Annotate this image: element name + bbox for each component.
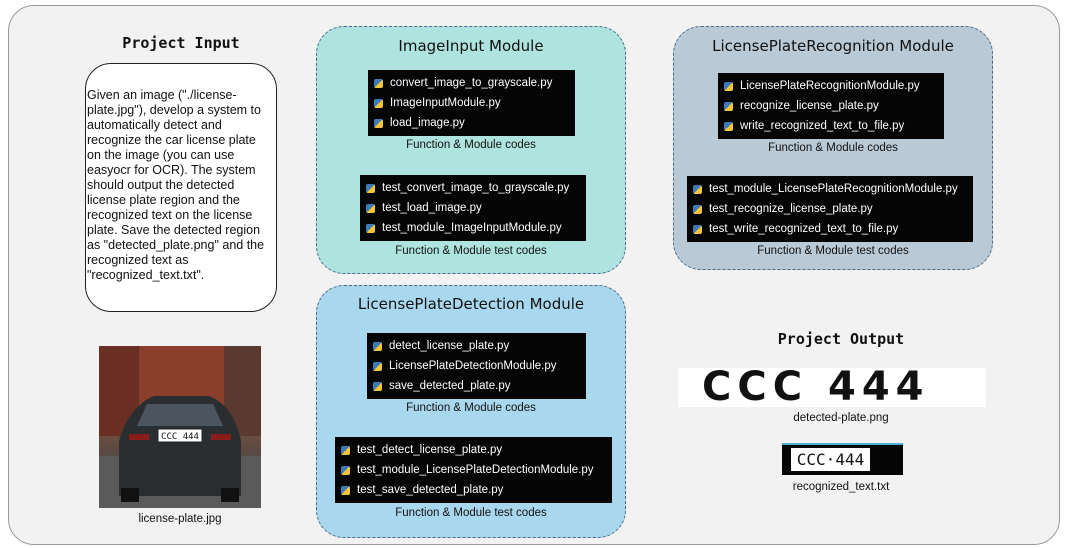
license-plate-caption: license-plate.jpg <box>138 513 222 525</box>
detection-test-caption: Function & Module test codes <box>395 507 547 519</box>
python-file-icon <box>374 78 383 88</box>
python-file-icon <box>341 465 350 475</box>
file-name: write_recognized_text_to_file.py <box>740 120 905 132</box>
python-file-icon <box>724 121 733 131</box>
detection-function-caption: Function & Module codes <box>406 402 536 414</box>
file-name: detect_license_plate.py <box>389 340 510 352</box>
python-file-icon <box>373 361 382 371</box>
image-input-test-caption: Function & Module test codes <box>395 245 547 257</box>
file-name: test_write_recognized_text_to_file.py <box>709 223 899 235</box>
project-input-text: Given an image ("./license-plate.jpg"), … <box>87 88 265 282</box>
file-name: recognize_license_plate.py <box>740 100 879 112</box>
python-file-icon <box>693 224 702 234</box>
detected-plate-text: CCC 444 <box>702 364 930 410</box>
python-file-icon <box>373 341 382 351</box>
detection-test-files: test_detect_license_plate.py test_module… <box>335 437 612 503</box>
file-item[interactable]: detect_license_plate.py <box>373 336 580 356</box>
file-item[interactable]: test_write_recognized_text_to_file.py <box>693 219 967 239</box>
project-output-title: Project Output <box>777 330 905 348</box>
detected-plate-image: CCC 444 <box>678 367 986 407</box>
file-item[interactable]: test_load_image.py <box>366 198 580 218</box>
python-file-icon <box>341 485 350 495</box>
recognized-text-image: CCC·444 <box>782 443 903 475</box>
file-item[interactable]: LicensePlateRecognitionModule.py <box>724 76 938 96</box>
python-file-icon <box>366 223 375 233</box>
file-item[interactable]: test_recognize_license_plate.py <box>693 199 967 219</box>
detection-module-title: LicensePlateDetection Module <box>357 295 585 313</box>
project-input-title: Project Input <box>122 34 240 52</box>
file-item[interactable]: save_detected_plate.py <box>373 376 580 396</box>
file-name: test_convert_image_to_grayscale.py <box>382 182 570 194</box>
file-name: test_recognize_license_plate.py <box>709 203 873 215</box>
file-item[interactable]: convert_image_to_grayscale.py <box>374 73 569 93</box>
file-name: convert_image_to_grayscale.py <box>390 77 553 89</box>
python-file-icon <box>693 184 702 194</box>
file-name: LicensePlateDetectionModule.py <box>389 360 557 372</box>
recognition-function-files: LicensePlateRecognitionModule.py recogni… <box>718 73 944 139</box>
file-name: test_module_ImageInputModule.py <box>382 222 562 234</box>
file-item[interactable]: recognize_license_plate.py <box>724 96 938 116</box>
file-name: load_image.py <box>390 117 465 129</box>
python-file-icon <box>374 98 383 108</box>
license-plate-photo: CCC 444 <box>99 346 261 508</box>
python-file-icon <box>366 203 375 213</box>
file-item[interactable]: load_image.py <box>374 113 569 133</box>
recognition-test-caption: Function & Module test codes <box>757 245 909 257</box>
file-item[interactable]: test_save_detected_plate.py <box>341 480 606 500</box>
detected-plate-caption: detected-plate.png <box>793 412 889 424</box>
recognition-function-caption: Function & Module codes <box>768 142 898 154</box>
file-name: test_module_LicensePlateRecognitionModul… <box>709 183 958 195</box>
python-file-icon <box>724 101 733 111</box>
file-item[interactable]: test_detect_license_plate.py <box>341 440 606 460</box>
file-name: save_detected_plate.py <box>389 380 511 392</box>
file-name: test_load_image.py <box>382 202 482 214</box>
python-file-icon <box>366 183 375 193</box>
file-name: test_detect_license_plate.py <box>357 444 503 456</box>
python-file-icon <box>693 204 702 214</box>
file-item[interactable]: test_module_LicensePlateDetectionModule.… <box>341 460 606 480</box>
python-file-icon <box>341 445 350 455</box>
image-input-module-title: ImageInput Module <box>398 37 544 55</box>
file-item[interactable]: test_module_LicensePlateRecognitionModul… <box>693 179 967 199</box>
recognized-text-caption: recognized_text.txt <box>792 481 890 493</box>
python-file-icon <box>373 381 382 391</box>
file-item[interactable]: ImageInputModule.py <box>374 93 569 113</box>
python-file-icon <box>724 81 733 91</box>
recognized-text-value: CCC·444 <box>791 448 870 471</box>
file-name: test_save_detected_plate.py <box>357 484 504 496</box>
recognition-test-files: test_module_LicensePlateRecognitionModul… <box>687 176 973 242</box>
file-item[interactable]: test_convert_image_to_grayscale.py <box>366 178 580 198</box>
file-item[interactable]: LicensePlateDetectionModule.py <box>373 356 580 376</box>
file-name: test_module_LicensePlateDetectionModule.… <box>357 464 594 476</box>
file-item[interactable]: write_recognized_text_to_file.py <box>724 116 938 136</box>
file-name: ImageInputModule.py <box>390 97 501 109</box>
file-item[interactable]: test_module_ImageInputModule.py <box>366 218 580 238</box>
recognition-module-title: LicensePlateRecognition Module <box>712 37 954 55</box>
python-file-icon <box>374 118 383 128</box>
car-image: CCC 444 <box>99 346 261 508</box>
file-name: LicensePlateRecognitionModule.py <box>740 80 920 92</box>
project-input-description: Given an image ("./license-plate.jpg"), … <box>85 63 277 312</box>
photo-plate-text: CCC 444 <box>161 432 199 442</box>
image-input-function-caption: Function & Module codes <box>406 139 536 151</box>
image-input-test-files: test_convert_image_to_grayscale.py test_… <box>360 175 586 241</box>
detection-function-files: detect_license_plate.py LicensePlateDete… <box>367 333 586 399</box>
image-input-function-files: convert_image_to_grayscale.py ImageInput… <box>368 70 575 136</box>
